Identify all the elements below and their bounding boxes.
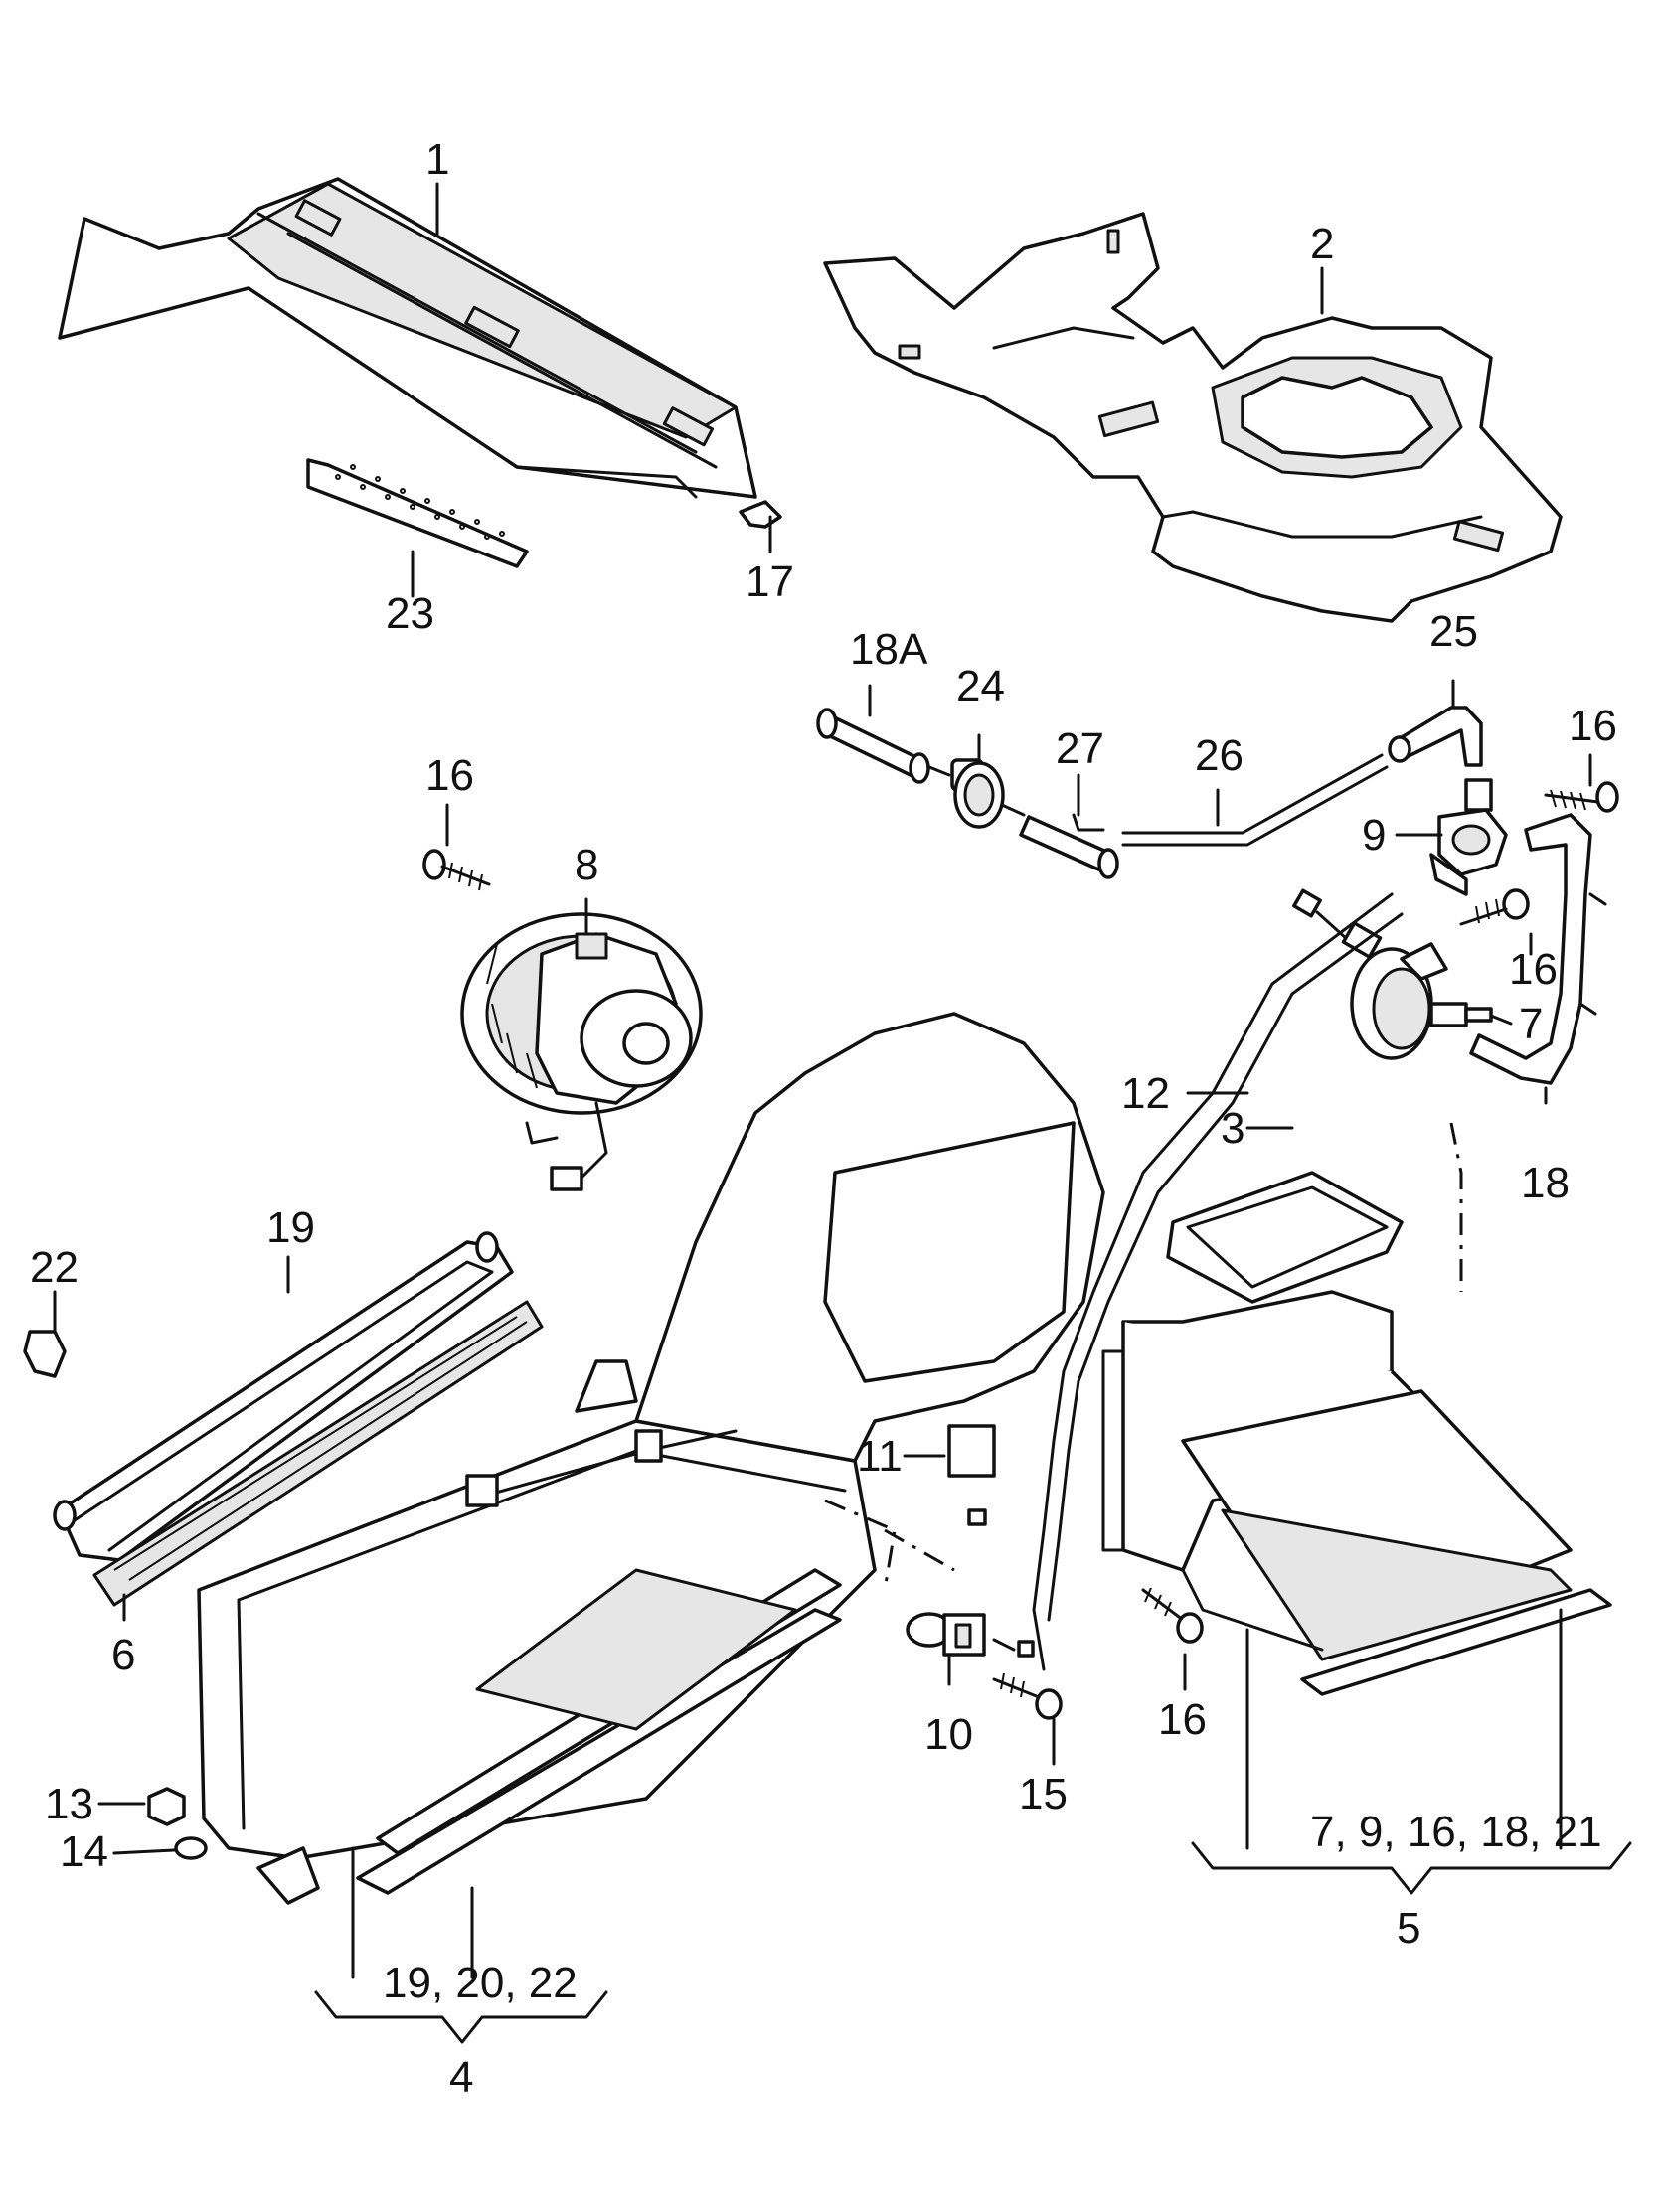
part-11-relay [884, 1424, 996, 1572]
part-17-clip [739, 500, 782, 529]
part-14-washer [174, 1836, 208, 1860]
label-part-7: 7 [1519, 1000, 1543, 1048]
group-bracket-5 [1191, 1841, 1632, 1895]
part-16-screw-motor [422, 849, 491, 891]
part-15-screw [992, 1672, 1063, 1720]
label-part-3: 3 [1221, 1104, 1244, 1153]
label-part-16-bottom: 16 [1158, 1695, 1207, 1744]
label-part-18: 18 [1521, 1159, 1570, 1207]
label-part-19: 19 [266, 1203, 315, 1252]
part-2-duct-assembly [823, 212, 1563, 623]
part-7-actuator [1292, 888, 1493, 1060]
label-part-17: 17 [746, 557, 794, 606]
part-5-evaporator-housing [1101, 1122, 1612, 1696]
label-part-12: 12 [1121, 1069, 1170, 1118]
part-16-screw-actuator [1459, 888, 1530, 926]
part-18a-hose [816, 708, 930, 784]
part-25-elbow-hose [1388, 706, 1483, 767]
part-10-resistor [906, 1612, 1035, 1658]
part-4-blower-housing [197, 1012, 1105, 1905]
label-part-11: 11 [857, 1432, 903, 1481]
leader-lines [53, 182, 1592, 1979]
part-27-hose-piece [1019, 813, 1119, 879]
part-12-wire-harness [1032, 892, 1394, 1671]
label-part-16-motor: 16 [425, 751, 474, 800]
part-6-filter-element [92, 1300, 544, 1607]
label-part-1: 1 [425, 135, 449, 184]
label-part-16-actuator: 16 [1509, 945, 1558, 994]
part-16-screw-top-right [1544, 781, 1619, 813]
label-part-8: 8 [575, 841, 598, 889]
label-part-4: 4 [449, 2053, 473, 2102]
label-part-23: 23 [386, 589, 434, 638]
label-part-2: 2 [1310, 220, 1334, 268]
part-22-clip [23, 1330, 67, 1378]
label-part-13: 13 [45, 1780, 93, 1828]
group-bracket-4 [314, 1990, 608, 2044]
part-9-solenoid-valve [1429, 778, 1508, 896]
label-part-24: 24 [956, 662, 1005, 711]
label-part-25: 25 [1429, 607, 1478, 656]
part-8-blower-motor [460, 912, 703, 1191]
label-group-5-items: 7, 9, 16, 18, 21 [1310, 1808, 1602, 1856]
label-part-27: 27 [1056, 724, 1104, 773]
part-18-hose [1469, 813, 1607, 1085]
part-26-tube [1121, 753, 1384, 835]
label-part-22: 22 [30, 1243, 79, 1292]
label-part-16-top-right: 16 [1569, 702, 1617, 750]
label-group-4-items: 19, 20, 22 [383, 1959, 578, 2007]
label-part-14: 14 [60, 1827, 108, 1876]
label-part-9: 9 [1362, 811, 1386, 860]
part-16-screw-bottom [1141, 1587, 1204, 1644]
part-1-cover-panel [58, 177, 757, 499]
label-part-15: 15 [1019, 1770, 1068, 1818]
part-24-valve [927, 758, 1026, 829]
part-26-tube-inner [1121, 765, 1389, 847]
part-23-perforated-pad [306, 458, 529, 568]
part-3-duct-adapter [1166, 1171, 1404, 1304]
part-19-filter-frame [53, 1231, 514, 1562]
label-part-26: 26 [1195, 731, 1244, 780]
part-12-wire-harness-b [1047, 912, 1404, 1622]
label-part-5: 5 [1397, 1904, 1420, 1953]
label-part-18a: 18A [850, 625, 928, 674]
part-13-nut [147, 1787, 186, 1826]
label-part-10: 10 [924, 1710, 973, 1759]
label-part-6: 6 [111, 1631, 135, 1679]
